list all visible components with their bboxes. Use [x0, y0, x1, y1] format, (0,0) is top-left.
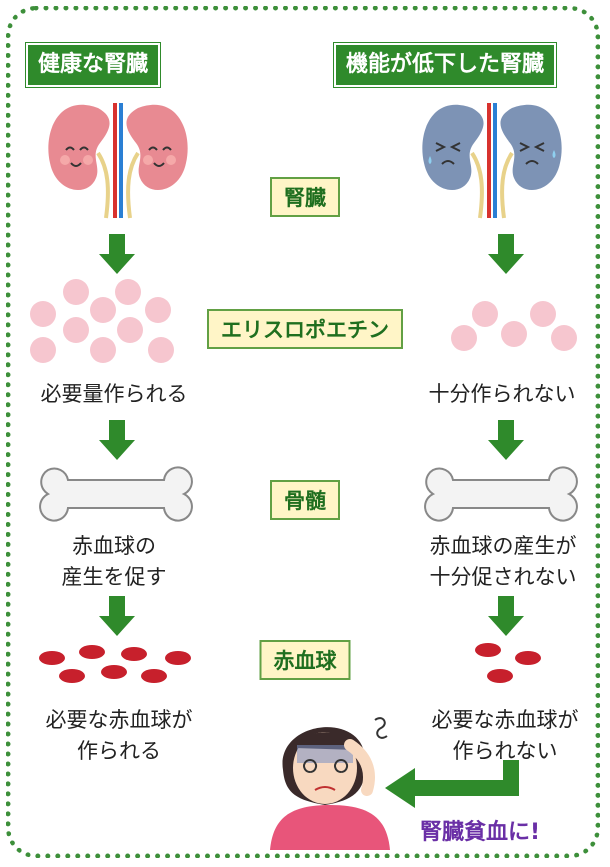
renal-anemia-conclusion: 腎臓貧血に! [420, 820, 541, 845]
epo-many-illustration [30, 279, 174, 363]
label-erythropoietin: エリスロポエチン [207, 309, 403, 349]
healthy-marrow-text: 赤血球の 産生を促す [24, 531, 204, 593]
header-impaired-kidney: 機能が低下した腎臓 [334, 43, 557, 87]
dotted-frame [6, 6, 600, 858]
impaired-kidney-illustration [422, 103, 562, 219]
healthy-marrow-line1: 赤血球の [72, 534, 156, 558]
healthy-kidney-illustration [48, 103, 188, 219]
label-red-blood-cells: 赤血球 [259, 640, 351, 680]
impaired-epo-text: 十分作られない [428, 382, 576, 406]
healthy-marrow-line2: 産生を促す [61, 565, 167, 589]
epo-few-illustration [451, 301, 577, 351]
down-arrow-icon [99, 596, 135, 636]
impaired-rbc-line1: 必要な赤血球が [431, 708, 579, 732]
impaired-marrow-line2: 十分促されない [429, 565, 577, 589]
dizzy-person-illustration [270, 717, 390, 850]
bone-right-illustration [424, 466, 578, 522]
bone-left-illustration [39, 466, 193, 522]
label-kidney: 腎臓 [270, 177, 340, 217]
healthy-rbc-line2: 作られる [77, 739, 161, 763]
return-arrow-icon [385, 760, 519, 808]
label-bone-marrow: 骨髄 [270, 480, 340, 520]
rbc-many-illustration [39, 645, 191, 683]
impaired-rbc-line2: 作られない [452, 739, 558, 763]
down-arrow-icon [488, 234, 524, 274]
header-healthy-kidney: 健康な腎臓 [26, 43, 161, 87]
down-arrow-icon [99, 420, 135, 460]
down-arrow-icon [99, 234, 135, 274]
down-arrow-icon [488, 596, 524, 636]
rbc-few-illustration [475, 643, 541, 683]
healthy-rbc-text: 必要な赤血球が 作られる [24, 705, 214, 767]
impaired-marrow-line1: 赤血球の産生が [429, 534, 577, 558]
down-arrow-icon [488, 420, 524, 460]
impaired-rbc-text: 必要な赤血球が 作られない [410, 705, 600, 767]
healthy-rbc-line1: 必要な赤血球が [45, 708, 193, 732]
healthy-epo-text: 必要量作られる [40, 382, 188, 406]
impaired-marrow-text: 赤血球の産生が 十分促されない [408, 531, 598, 593]
